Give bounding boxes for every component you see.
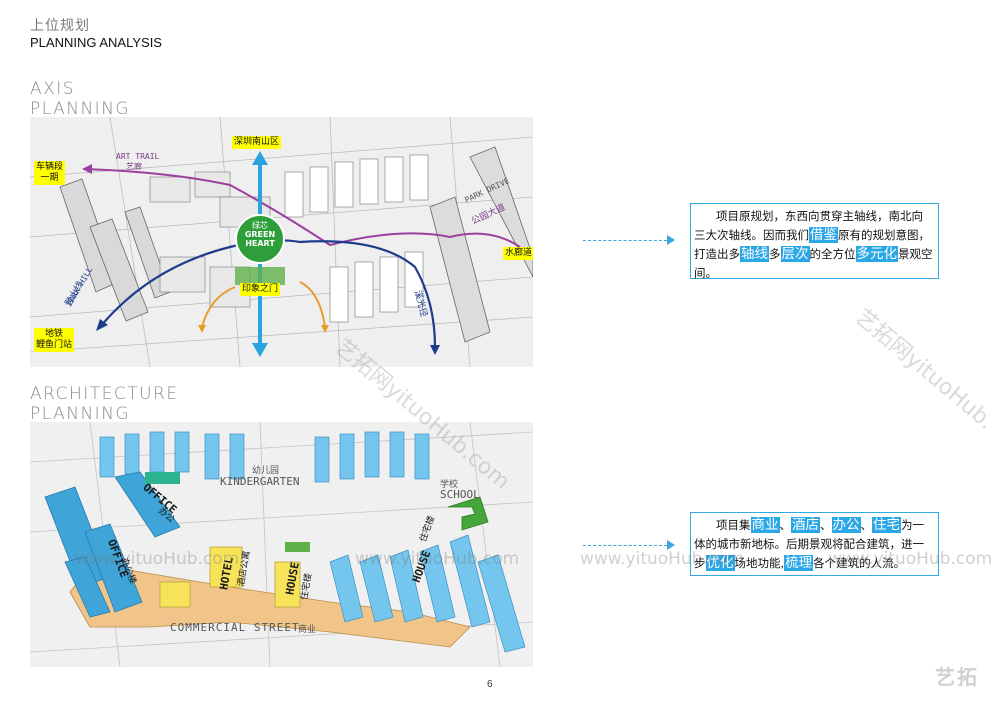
watermark-3: www.yituoHub.com <box>580 549 745 569</box>
label-art-trail-cn: 艺廊 <box>126 162 142 171</box>
arch-heading-line2: PLANNING <box>30 404 131 424</box>
label-art-trail: ART TRAIL 艺廊 <box>116 152 159 172</box>
watermark-diagonal-2: 艺拓网yituoHub. <box>850 304 993 435</box>
green-heart-cn: 绿芯 <box>252 221 268 230</box>
axis-map-drawing <box>30 117 533 367</box>
label-water-corridor: 水廊道 <box>503 247 533 260</box>
arch-heading-line1: ARCHITECTURE <box>30 384 179 404</box>
axis-callout-h1: 借鉴 <box>809 227 838 243</box>
label-metro: 地铁 鲤鱼门站 <box>34 328 75 352</box>
page-title-cn: 上位规划 <box>30 17 90 33</box>
watermark-4: www.yituoHub.com <box>828 549 993 569</box>
watermark-1: www.yituoHub.com <box>75 549 240 569</box>
axis-callout-t4: 的全方位 <box>809 247 856 261</box>
arch-arrow-line <box>583 545 667 546</box>
axis-heading-line1: AXIS <box>30 79 76 99</box>
arch-callout-h6: 梳理 <box>784 555 814 571</box>
axis-callout-t2: 原有的规划意图，打造出多 <box>694 228 930 261</box>
axis-callout-t3: 多 <box>769 247 781 261</box>
arch-arrow-head <box>667 540 675 550</box>
arch-callout-h2: 酒店 <box>791 517 820 533</box>
axis-arrow-line <box>583 240 667 241</box>
label-gate: 印象之门 <box>240 283 281 296</box>
page-title-en: PLANNING ANALYSIS <box>30 35 162 50</box>
arch-callout-t3: 场地功能, <box>734 556 785 570</box>
page-number: 6 <box>487 679 493 690</box>
arch-callout-h5: 优化 <box>705 555 735 571</box>
axis-heading-line2: PLANNING <box>30 99 131 119</box>
label-metro-2: 鲤鱼门站 <box>36 340 73 350</box>
label-school-en: SCHOOL <box>440 488 480 501</box>
arch-callout-t1: 项目集 <box>716 518 751 532</box>
axis-callout-h3: 层次 <box>780 246 810 262</box>
arch-callout-t4: 各个建筑的人流。 <box>813 556 906 570</box>
arch-callout-s1: 、 <box>779 518 792 532</box>
label-metro-1: 地铁 <box>45 329 64 339</box>
arch-callout-s2: 、 <box>820 518 832 532</box>
axis-heading: AXIS PLANNING <box>30 79 130 119</box>
arch-callout: 项目集商业、酒店、办公、住宅为一体的城市新地标。后期景观将配合建筑，进一步优化场… <box>690 512 939 576</box>
arch-callout-t2: 为一体的城市新地标。后期景观将配合建筑，进一步 <box>694 518 924 570</box>
arch-callout-s3: 、 <box>860 518 873 532</box>
label-commercial-street: COMMERCIAL STREET <box>170 621 300 634</box>
label-vehicle: 车辆段 一期 <box>34 161 66 185</box>
label-art-trail-en: ART TRAIL <box>116 152 160 161</box>
arch-callout-h4: 住宅 <box>872 517 901 533</box>
axis-map: 深圳南山区 车辆段 一期 ART TRAIL 艺廊 绿芯 GREEN HEART… <box>30 117 533 367</box>
axis-callout-t5: 景观空间。 <box>694 247 933 280</box>
label-commercial-cn: 商业 <box>298 625 317 635</box>
logo-mark: 艺拓 <box>935 667 979 689</box>
arch-callout-h1: 商业 <box>750 517 780 533</box>
label-vehicle-1: 车辆段 <box>36 162 64 172</box>
axis-callout-h4: 多元化 <box>855 246 898 262</box>
label-school-cn: 学校 <box>440 480 459 490</box>
axis-callout: 项目原规划，东西向贯穿主轴线，南北向三大次轴线。因而我们借鉴原有的规划意图，打造… <box>690 203 939 280</box>
label-kindergarten-en: KINDERGARTEN <box>220 475 300 488</box>
arch-heading: ARCHITECTURE PLANNING <box>30 384 179 424</box>
label-north: 深圳南山区 <box>232 136 282 149</box>
arch-callout-h3: 办公 <box>831 517 861 533</box>
axis-callout-t1: 项目原规划，东西向贯穿主轴线，南北向三大次轴线。因而我们 <box>694 209 923 242</box>
green-heart-label: 绿芯 GREEN HEART <box>238 221 282 248</box>
arch-map-drawing <box>30 422 533 667</box>
axis-arrow-head <box>667 235 675 245</box>
axis-callout-h2: 轴线 <box>740 246 769 262</box>
green-heart-en-1: GREEN <box>244 230 276 239</box>
label-kindergarten-cn: 幼儿园 <box>252 466 280 476</box>
watermark-2: www.yituoHub.com <box>355 549 520 569</box>
label-vehicle-2: 一期 <box>40 173 59 183</box>
green-heart-en-2: HEART <box>245 239 275 248</box>
arch-map: OFFICE 办公 OFFICE 办公楼 幼儿园 KINDERGARTEN 学校… <box>30 422 533 667</box>
